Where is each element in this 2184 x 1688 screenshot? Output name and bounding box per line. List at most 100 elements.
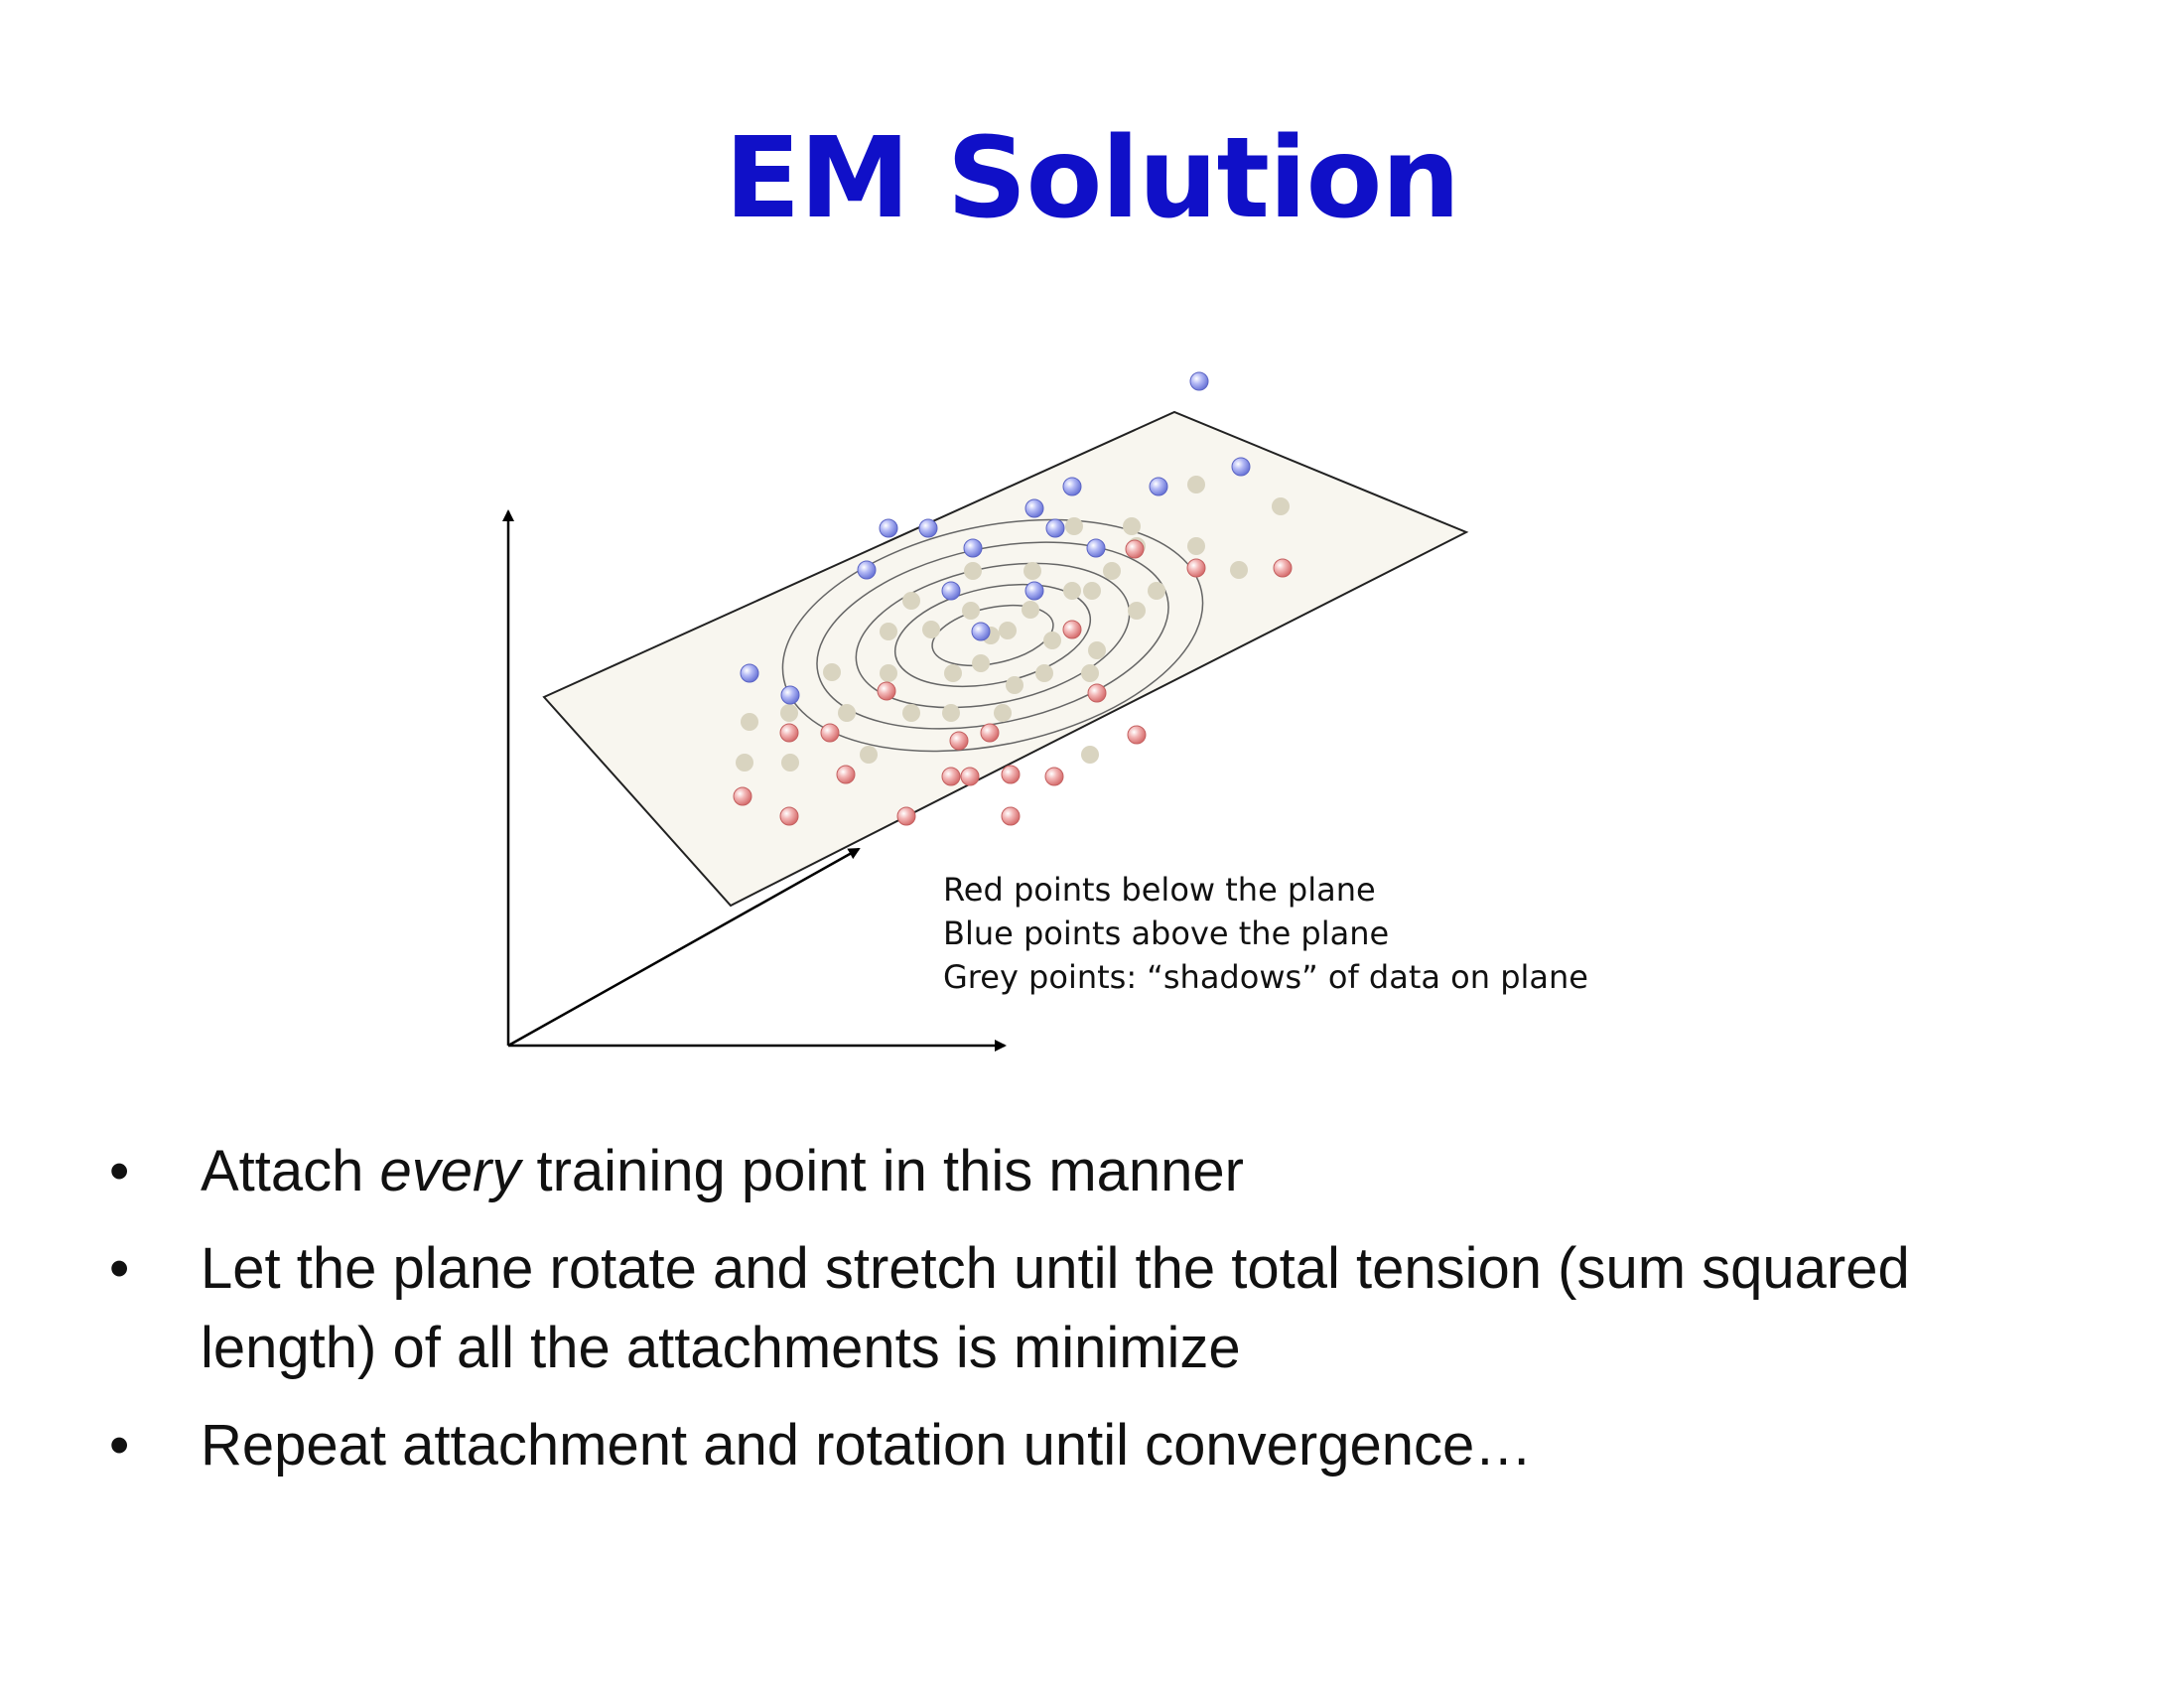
blue-point bbox=[941, 581, 961, 601]
bullet-text: Attach bbox=[201, 1139, 380, 1203]
grey-point bbox=[922, 621, 940, 638]
projection-plane bbox=[542, 410, 1469, 908]
grey-point bbox=[902, 704, 920, 722]
grey-point bbox=[1006, 676, 1024, 694]
blue-point bbox=[1045, 518, 1065, 538]
grey-point bbox=[1272, 497, 1290, 515]
grey-point bbox=[1083, 582, 1101, 600]
diagram-caption: Red points below the plane Blue points a… bbox=[943, 871, 1588, 996]
red-point bbox=[1001, 765, 1021, 784]
red-point bbox=[1001, 806, 1021, 826]
grey-point bbox=[1148, 582, 1165, 600]
grey-point bbox=[962, 602, 980, 620]
red-point bbox=[820, 723, 840, 743]
blue-point bbox=[918, 518, 938, 538]
grey-point bbox=[944, 664, 962, 682]
red-point bbox=[1044, 767, 1064, 786]
grey-point bbox=[880, 623, 897, 640]
grey-point bbox=[880, 664, 897, 682]
bullet-text: training point in this manner bbox=[520, 1139, 1244, 1203]
bullet-item: • Let the plane rotate and stretch until… bbox=[109, 1229, 2095, 1388]
grey-point bbox=[1187, 476, 1205, 493]
grey-point bbox=[1024, 562, 1041, 580]
red-point bbox=[941, 767, 961, 786]
bullet-list: • Attach every training point in this ma… bbox=[109, 1132, 2095, 1503]
red-point bbox=[1062, 620, 1082, 639]
grey-point bbox=[741, 713, 758, 731]
red-point bbox=[1273, 558, 1293, 578]
grey-point bbox=[902, 592, 920, 610]
grey-point bbox=[1088, 641, 1106, 659]
bullet-dot: • bbox=[109, 1413, 130, 1477]
bullet-item: • Repeat attachment and rotation until c… bbox=[109, 1406, 2095, 1485]
red-point bbox=[779, 806, 799, 826]
blue-point bbox=[879, 518, 898, 538]
grey-point bbox=[1022, 601, 1039, 619]
caption-line-red: Red points below the plane bbox=[943, 871, 1376, 909]
grey-points bbox=[736, 476, 1290, 772]
em-plane-diagram: Red points below the plane Blue points a… bbox=[502, 371, 1588, 1052]
grey-point bbox=[942, 704, 960, 722]
grey-point bbox=[1063, 582, 1081, 600]
grey-point bbox=[1103, 562, 1121, 580]
bullet-dot: • bbox=[109, 1139, 130, 1203]
blue-points bbox=[740, 371, 1251, 705]
red-point bbox=[1186, 558, 1206, 578]
blue-point bbox=[1024, 498, 1044, 518]
red-point bbox=[877, 681, 896, 701]
bullet-text: Let the plane rotate and stretch until t… bbox=[201, 1236, 1910, 1380]
z-axis bbox=[507, 847, 861, 1048]
grey-point bbox=[1187, 537, 1205, 555]
blue-point bbox=[963, 538, 983, 558]
grey-point bbox=[1123, 517, 1141, 535]
grey-point bbox=[1065, 517, 1083, 535]
blue-point bbox=[1062, 477, 1082, 496]
grey-point bbox=[999, 622, 1017, 639]
grey-point bbox=[1081, 664, 1099, 682]
red-point bbox=[980, 723, 1000, 743]
blue-point bbox=[1086, 538, 1106, 558]
grey-point bbox=[1035, 664, 1053, 682]
grey-point bbox=[781, 754, 799, 772]
red-point bbox=[1087, 683, 1107, 703]
blue-point bbox=[1189, 371, 1209, 391]
grey-point bbox=[1128, 602, 1146, 620]
blue-point bbox=[1231, 457, 1251, 477]
caption-line-grey: Grey points: “shadows” of data on plane bbox=[943, 958, 1588, 996]
grey-point bbox=[964, 562, 982, 580]
red-point bbox=[836, 765, 856, 784]
red-point bbox=[779, 723, 799, 743]
grey-point bbox=[1081, 746, 1099, 764]
bullet-dot: • bbox=[109, 1236, 130, 1301]
red-point bbox=[1125, 539, 1145, 559]
contour-ring bbox=[931, 604, 1054, 667]
grey-point bbox=[972, 654, 990, 672]
contour-ring bbox=[893, 583, 1092, 688]
red-point bbox=[1127, 725, 1147, 745]
red-point bbox=[896, 806, 916, 826]
grey-point bbox=[860, 746, 878, 764]
red-point bbox=[949, 731, 969, 751]
blue-point bbox=[857, 560, 877, 580]
grey-point bbox=[1043, 632, 1061, 649]
grey-point bbox=[994, 704, 1012, 722]
grey-point bbox=[780, 704, 798, 722]
bullet-item: • Attach every training point in this ma… bbox=[109, 1132, 2095, 1211]
blue-point bbox=[780, 685, 800, 705]
red-points bbox=[733, 539, 1293, 826]
contour-ring bbox=[781, 518, 1204, 753]
grey-point bbox=[1230, 561, 1248, 579]
blue-point bbox=[740, 663, 759, 683]
blue-point bbox=[1024, 581, 1044, 601]
grey-point bbox=[736, 754, 753, 772]
bullet-text: Repeat attachment and rotation until con… bbox=[201, 1413, 1533, 1477]
blue-point bbox=[971, 622, 991, 641]
grey-point bbox=[823, 663, 841, 681]
red-point bbox=[733, 786, 752, 806]
caption-line-blue: Blue points above the plane bbox=[943, 914, 1389, 952]
bullet-emphasis: every bbox=[379, 1139, 521, 1203]
slide-title: EM Solution bbox=[724, 114, 1460, 243]
grey-point bbox=[838, 704, 856, 722]
blue-point bbox=[1149, 477, 1168, 496]
red-point bbox=[960, 767, 980, 786]
